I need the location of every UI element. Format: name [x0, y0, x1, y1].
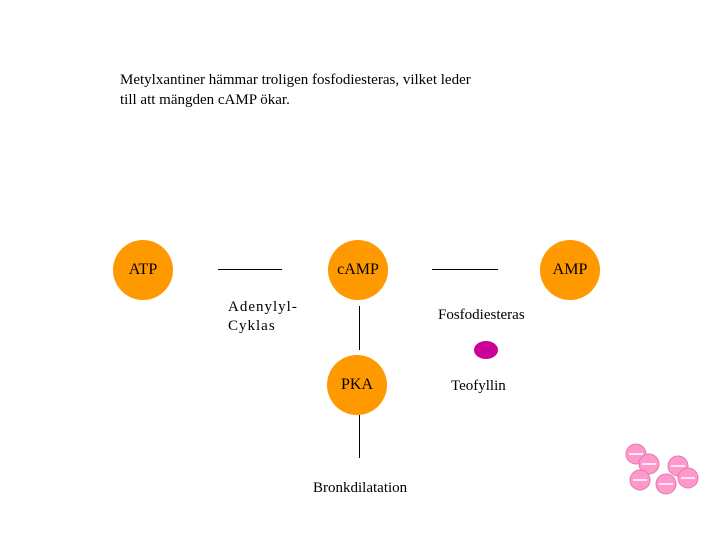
camp-label: cAMP: [337, 261, 379, 279]
pills-graphic: [620, 440, 710, 500]
atp-label: ATP: [129, 261, 157, 279]
atp-node: ATP: [113, 240, 173, 300]
pill-3: [630, 470, 650, 490]
pka-node: PKA: [327, 355, 387, 415]
pka-label: PKA: [341, 376, 373, 394]
pill-6: [678, 468, 698, 488]
pka-bronkdilatation-connector: [359, 415, 360, 458]
amp-label: AMP: [553, 261, 588, 279]
caption: Metylxantiner hämmar troligen fosfodiest…: [120, 70, 540, 110]
adenylyl-line-1: Adenylyl-: [228, 298, 298, 317]
bronkdilatation-label: Bronkdilatation: [313, 479, 407, 498]
pill-5: [656, 474, 676, 494]
teofyllin-dot: [474, 341, 498, 359]
adenylyl-cyklas-label: Adenylyl- Cyklas: [228, 298, 298, 336]
pills-icon: [620, 440, 710, 500]
camp-pka-connector: [359, 306, 360, 350]
adenylyl-line-2: Cyklas: [228, 317, 298, 336]
camp-node: cAMP: [328, 240, 388, 300]
atp-camp-connector: [218, 269, 282, 270]
fosfodiesteras-label: Fosfodiesteras: [438, 306, 525, 325]
amp-node: AMP: [540, 240, 600, 300]
caption-line-1: Metylxantiner hämmar troligen fosfodiest…: [120, 70, 540, 90]
teofyllin-label: Teofyllin: [451, 377, 506, 396]
caption-line-2: till att mängden cAMP ökar.: [120, 90, 540, 110]
camp-amp-connector: [432, 269, 498, 270]
